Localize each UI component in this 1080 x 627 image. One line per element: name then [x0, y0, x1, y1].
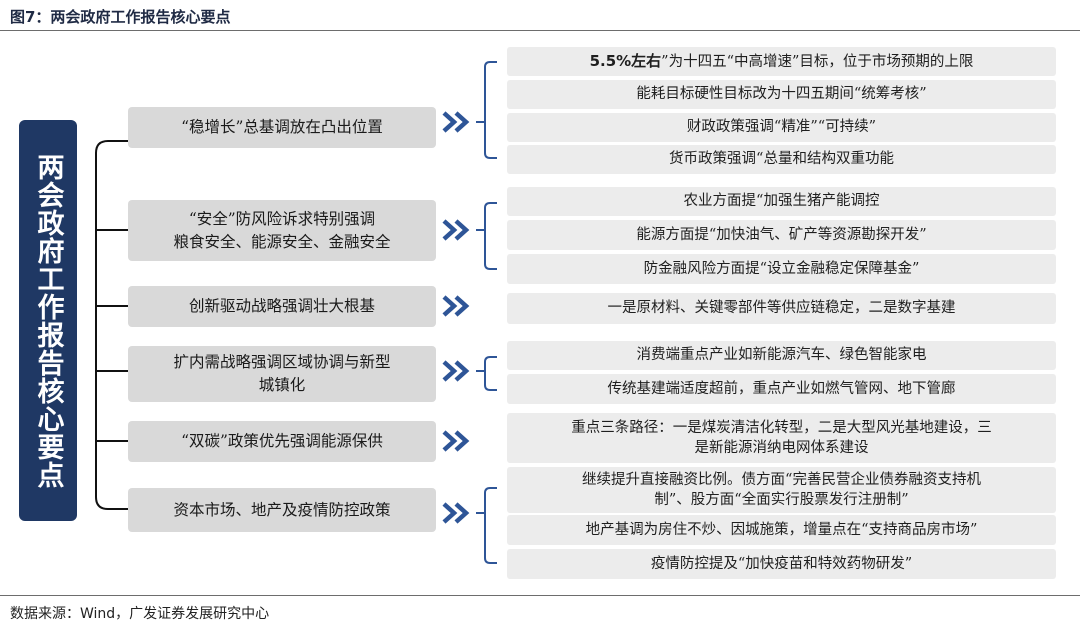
detail-agriculture: 农业方面提“加强生猪产能调控 — [507, 187, 1056, 216]
detail-innovation: 一是原材料、关键零部件等供应链稳定，二是数字基建 — [507, 293, 1056, 324]
detail-text: 传统基建端适度超前，重点产业如燃气管网、地下管廊 — [607, 380, 956, 397]
detail-infrastructure: 传统基建端适度超前，重点产业如燃气管网、地下管廊 — [507, 374, 1056, 404]
detail-text: 疫情防控提及“加快疫苗和特效药物研发” — [650, 555, 913, 572]
detail-text: 农业方面提“加强生猪产能调控 — [683, 193, 880, 209]
category-domestic-demand: 扩内需战略强调区域协调与新型 城镇化 — [128, 346, 436, 402]
category-label-line2: 城镇化 — [258, 376, 306, 394]
source-note: 数据来源：Wind，广发证券发展研究中心 — [10, 606, 270, 622]
detail-text: 能耗目标硬性目标改为十四五期间“统筹考核” — [636, 86, 927, 102]
core-topic-box: 两会政府工作报告核心要点 — [19, 120, 77, 521]
category-security: “安全”防风险诉求特别强调 粮食安全、能源安全、金融安全 — [128, 200, 436, 261]
category-stabilize-growth: “稳增长”总基调放在凸出位置 — [128, 107, 436, 148]
category-label: “安全”防风险诉求特别强调 — [188, 209, 376, 228]
detail-text: 重点三条路径：一是煤炭清洁化转型，二是大型风光基地建设，三 — [571, 420, 992, 436]
detail-text-line2: 是新能源消纳电网体系建设 — [694, 440, 869, 456]
detail-text: 货币政策强调“总量和结构双重功能 — [669, 151, 894, 167]
double-chevron-icon — [442, 219, 470, 241]
detail-text: 财政政策强调“精准”“可持续” — [686, 119, 877, 135]
double-chevron-icon — [442, 360, 470, 382]
detail-text: ”为十四五“中高增速”目标，位于市场预期的上限 — [661, 53, 974, 70]
title-divider — [0, 30, 1080, 31]
category-capital-market: 资本市场、地产及疫情防控政策 — [128, 488, 436, 532]
detail-energy: 能源方面提“加快油气、矿产等资源勘探开发” — [507, 220, 1056, 250]
category-label-line2: 粮食安全、能源安全、金融安全 — [173, 232, 391, 251]
category-innovation: 创新驱动战略强调壮大根基 — [128, 286, 436, 327]
category-label: 创新驱动战略强调壮大根基 — [188, 297, 375, 315]
category-label: “双碳”政策优先强调能源保供 — [181, 432, 383, 450]
detail-text: 消费端重点产业如新能源汽车、绿色智能家电 — [636, 347, 927, 363]
detail-text: 继续提升直接融资比例。债方面“完善民营企业债券融资支持机 — [582, 472, 981, 488]
detail-epidemic: 疫情防控提及“加快疫苗和特效药物研发” — [507, 549, 1056, 579]
figure-title: 图7：两会政府工作报告核心要点 — [10, 8, 231, 26]
category-dual-carbon: “双碳”政策优先强调能源保供 — [128, 421, 436, 462]
detail-text: 防金融风险方面提“设立金融稳定保障基金” — [643, 260, 920, 277]
source-divider — [0, 595, 1080, 596]
double-chevron-icon — [442, 295, 470, 317]
detail-lead: 5.5%左右 — [589, 51, 662, 70]
double-chevron-icon — [442, 111, 470, 133]
detail-text: 地产基调为房住不炒、因城施策，增量点在“支持商品房市场” — [585, 521, 978, 538]
detail-text: 能源方面提“加快油气、矿产等资源勘探开发” — [636, 226, 927, 243]
detail-text-line2: 制”、股方面“全面实行股票发行注册制” — [654, 492, 909, 508]
detail-consumption: 消费端重点产业如新能源汽车、绿色智能家电 — [507, 341, 1056, 370]
detail-growth-target: 5.5%左右”为十四五“中高增速”目标，位于市场预期的上限 — [507, 47, 1056, 76]
double-chevron-icon — [442, 502, 470, 524]
detail-fiscal-policy: 财政政策强调“精准”“可持续” — [507, 113, 1056, 142]
detail-dual-carbon-paths: 重点三条路径：一是煤炭清洁化转型，二是大型风光基地建设，三 是新能源消纳电网体系… — [507, 413, 1056, 463]
category-label: 扩内需战略强调区域协调与新型 — [173, 353, 391, 371]
double-chevron-icon — [442, 430, 470, 452]
detail-monetary-policy: 货币政策强调“总量和结构双重功能 — [507, 145, 1056, 174]
category-label: 资本市场、地产及疫情防控政策 — [173, 500, 391, 519]
category-label: “稳增长”总基调放在凸出位置 — [181, 118, 383, 136]
detail-energy-target: 能耗目标硬性目标改为十四五期间“统筹考核” — [507, 80, 1056, 109]
detail-direct-financing: 继续提升直接融资比例。债方面“完善民营企业债券融资支持机 制”、股方面“全面实行… — [507, 467, 1056, 513]
detail-financial-risk: 防金融风险方面提“设立金融稳定保障基金” — [507, 254, 1056, 284]
core-topic-label: 两会政府工作报告核心要点 — [32, 152, 64, 489]
detail-text: 一是原材料、关键零部件等供应链稳定，二是数字基建 — [607, 300, 956, 316]
detail-real-estate: 地产基调为房住不炒、因城施策，增量点在“支持商品房市场” — [507, 515, 1056, 545]
